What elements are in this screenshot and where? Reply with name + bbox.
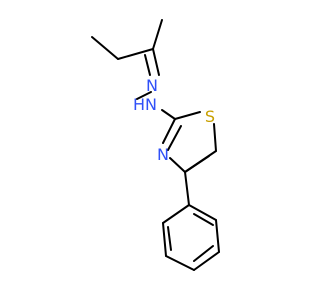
- bond-n-c2-double: [167, 125, 182, 151]
- bond-c5-c4-double: [184, 155, 210, 173]
- phenyl-bond-2: [215, 219, 220, 253]
- bond-c4-n: [169, 157, 186, 173]
- bond-c2-c3: [117, 48, 154, 60]
- bond-nh-c2: [161, 109, 176, 120]
- bond-c3-methyl: [152, 19, 163, 50]
- phenyl-bond-5: [162, 222, 167, 257]
- molecule-structure: N HN S N: [91, 19, 220, 271]
- bond-c3-n-imine-double: [144, 54, 151, 76]
- atom-s-ring: S: [205, 107, 215, 126]
- phenyl-double-2: [193, 245, 214, 262]
- phenyl-bond-1: [188, 204, 217, 221]
- bond-c2-s: [174, 111, 201, 120]
- phenyl-double-3: [167, 226, 172, 251]
- bond-c1-c2: [91, 36, 119, 60]
- molecule-canvas: N HN S N: [91, 19, 220, 271]
- atom-n-imine: N: [146, 76, 158, 95]
- bond-s-c5: [213, 123, 217, 152]
- bond-c4-phenyl: [184, 171, 190, 206]
- phenyl-bond-3: [193, 251, 220, 271]
- bond-n-c2: [162, 118, 176, 144]
- atom-n-ring: N: [157, 145, 169, 164]
- bond-n-nh: [136, 91, 152, 100]
- bond-c3-n-imine: [152, 48, 160, 76]
- atom-nh: HN: [133, 95, 157, 114]
- phenyl-double-1: [193, 213, 214, 226]
- phenyl-bond-4: [165, 255, 195, 271]
- phenyl-bond-6: [162, 204, 190, 224]
